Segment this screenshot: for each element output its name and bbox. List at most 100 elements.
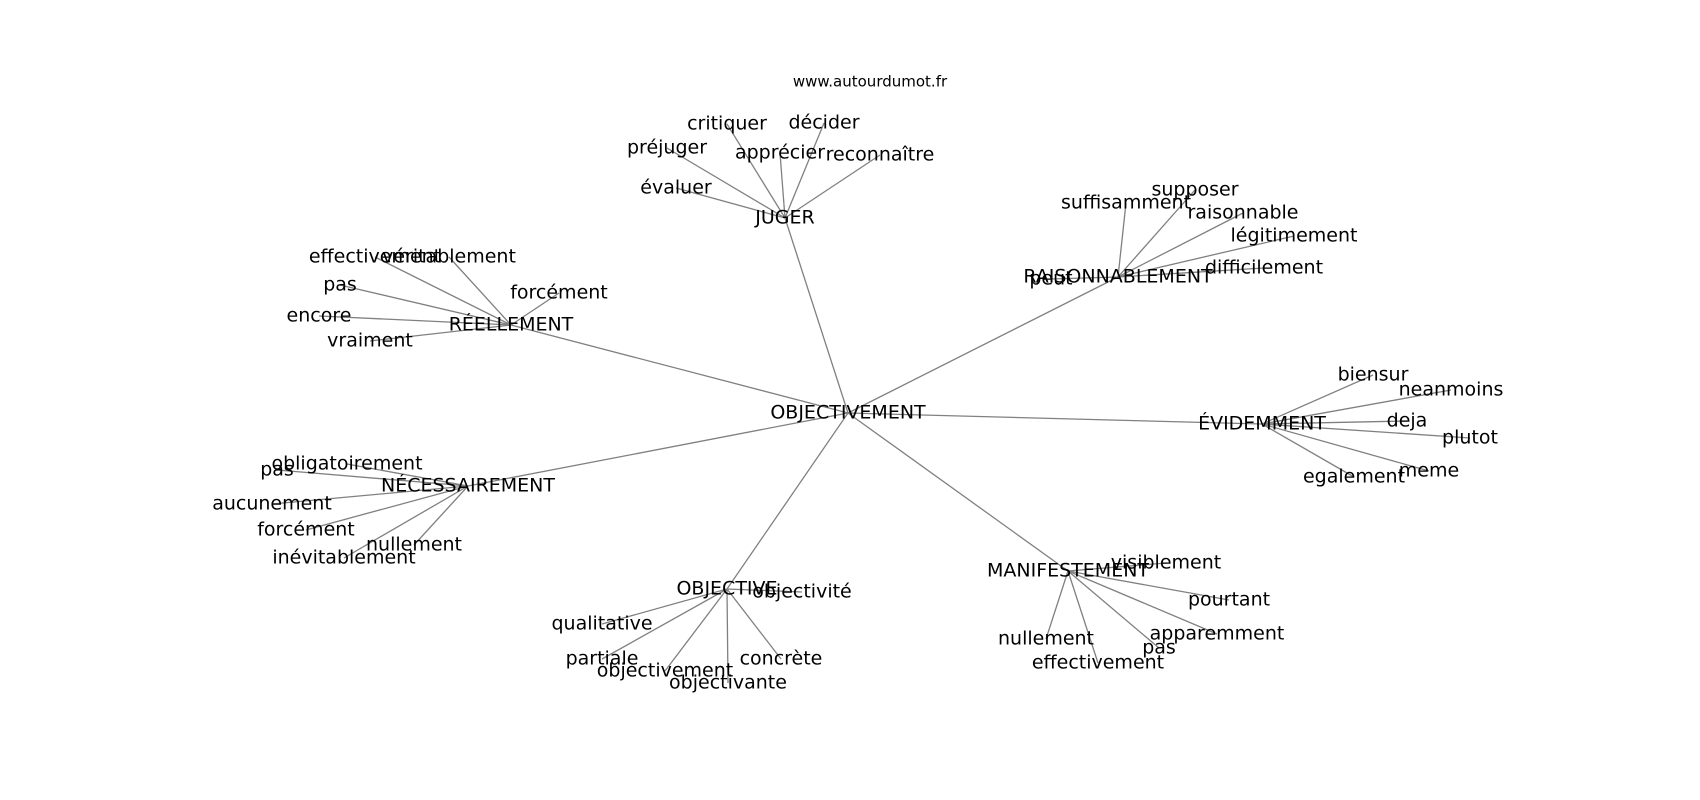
edge-evidemment-egalement <box>1261 423 1355 478</box>
leaf-node-raisonnablement-supposer: supposer <box>1151 179 1238 201</box>
leaf-node-evidemment-meme: meme <box>1399 460 1459 482</box>
edge-raisonnablement-peut <box>1050 276 1119 280</box>
edge-objective-partiale <box>601 588 728 660</box>
edge-objective-qualitative <box>601 588 728 625</box>
edge-reellement-veritablement <box>448 256 512 326</box>
leaf-node-necessairement-pas: pas <box>260 459 294 481</box>
leaf-node-juger-prejuger: préjuger <box>627 137 707 159</box>
edge-evidemment-deja <box>1261 420 1408 425</box>
leaf-node-raisonnablement-peut: peut <box>1029 268 1072 290</box>
leaf-node-objective-partiale: partiale <box>566 648 639 670</box>
edge-evidemment-biensur <box>1261 374 1374 425</box>
leaf-node-reellement-veritablement: véritablement <box>382 246 516 268</box>
edge-center-evidemment <box>847 412 1263 425</box>
hub-node-raisonnablement: RAISONNABLEMENT <box>1023 266 1213 288</box>
leaf-node-reellement-effectivement: effectivement <box>309 246 441 268</box>
edge-center-necessairement <box>467 412 849 487</box>
leaf-node-raisonnablement-suffisamment: suffisamment <box>1061 192 1191 214</box>
leaf-node-necessairement-inevitablement: inévitablement <box>272 547 415 569</box>
leaf-node-juger-apprecier: apprécier <box>735 142 825 164</box>
edge-manifestement-effectivement <box>1067 570 1099 664</box>
leaf-node-manifestement-effectivement: effectivement <box>1032 652 1164 674</box>
labels-layer: OBJECTIVEMENT JUGER critiquer décider préjug… <box>212 112 1503 694</box>
edge-raisonnablement-difficilement <box>1117 267 1265 278</box>
edge-center-raisonnablement <box>847 276 1119 414</box>
edge-center-juger <box>784 217 849 414</box>
leaf-node-raisonnablement-difficilement: difficilement <box>1205 257 1323 279</box>
leaf-node-reellement-forcement: forcément <box>510 282 608 304</box>
leaf-node-reellement-encore: encore <box>287 305 352 327</box>
leaf-node-manifestement-apparemment: apparemment <box>1150 623 1285 645</box>
edge-necessairement-aucunement <box>271 485 469 505</box>
leaf-node-evidemment-deja: deja <box>1387 410 1428 432</box>
leaf-node-raisonnablement-legitimement: légitimement <box>1231 225 1358 247</box>
leaf-node-evidemment-egalement: egalement <box>1303 466 1405 488</box>
edge-manifestement-visiblement <box>1067 562 1167 572</box>
edge-raisonnablement-legitimement <box>1117 235 1295 278</box>
leaf-node-juger-critiquer: critiquer <box>687 113 767 135</box>
hub-node-necessairement: NÉCESSAIREMENT <box>381 474 555 497</box>
leaf-node-necessairement-obligatoirement: obligatoirement <box>271 453 422 475</box>
leaf-node-manifestement-visiblement: visiblement <box>1111 552 1221 574</box>
hub-node-juger: JUGER <box>754 207 814 229</box>
edge-juger-evaluer <box>675 187 786 219</box>
leaf-node-necessairement-aucunement: aucunement <box>212 493 332 515</box>
edge-objective-objectivement <box>664 588 728 672</box>
edge-raisonnablement-suffisamment <box>1117 202 1127 278</box>
edge-manifestement-nullement <box>1045 570 1069 640</box>
edge-reellement-effectivement <box>374 256 512 326</box>
hub-node-manifestement: MANIFESTEMENT <box>987 560 1149 582</box>
edge-reellement-pas <box>339 284 512 326</box>
edge-raisonnablement-supposer <box>1117 189 1196 278</box>
edge-evidemment-neanmoins <box>1261 389 1452 425</box>
edge-reellement-vraiment <box>369 324 512 342</box>
hub-node-reellement: RÉELLEMENT <box>449 313 574 336</box>
leaf-node-reellement-vraiment: vraiment <box>327 330 413 352</box>
hub-node-evidemment: ÉVIDEMMENT <box>1198 412 1326 435</box>
leaf-node-juger-evaluer: évaluer <box>640 177 712 199</box>
watermark: www.autourdumot.fr <box>793 73 948 91</box>
edge-necessairement-nullement <box>413 485 469 546</box>
edge-center-objective <box>726 412 849 590</box>
leaf-node-manifestement-nullement: nullement <box>998 628 1094 650</box>
edge-reellement-encore <box>318 315 512 326</box>
edge-objective-objectivante <box>726 588 729 684</box>
edge-evidemment-plutot <box>1261 423 1471 439</box>
edge-manifestement-pourtant <box>1067 570 1230 601</box>
edge-center-manifestement <box>847 412 1069 572</box>
leaf-node-objective-objectivite: objectivité <box>752 581 852 603</box>
edge-juger-prejuger <box>666 147 786 219</box>
leaf-node-objective-objectivante: objectivante <box>669 672 787 694</box>
edge-juger-critiquer <box>726 123 786 219</box>
edge-objective-concrete <box>726 588 782 660</box>
edge-manifestement-pas <box>1067 570 1160 649</box>
edge-necessairement-pas <box>276 469 469 487</box>
leaf-node-evidemment-neanmoins: neanmoins <box>1399 379 1504 401</box>
edge-juger-reconnaitre <box>784 154 881 219</box>
edge-objective-objectivite <box>726 588 803 593</box>
edge-evidemment-meme <box>1261 423 1430 472</box>
hub-node-objective: OBJECTIVE <box>676 578 777 600</box>
edge-raisonnablement-raisonnable <box>1117 212 1244 278</box>
leaf-node-manifestement-pas: pas <box>1142 637 1176 659</box>
leaf-node-objective-concrete: concrète <box>740 648 823 670</box>
edge-reellement-forcement <box>510 292 560 326</box>
center-node: OBJECTIVEMENT <box>770 402 926 424</box>
leaf-node-juger-reconnaitre: reconnaître <box>826 144 935 166</box>
leaf-node-necessairement-forcement: forcément <box>257 519 355 541</box>
edge-necessairement-forcement <box>305 485 469 531</box>
edge-juger-decider <box>784 122 825 219</box>
leaf-node-juger-decider: décider <box>788 112 859 134</box>
edges-layer <box>271 122 1471 684</box>
edge-necessairement-obligatoirement <box>346 463 469 487</box>
leaf-node-evidemment-biensur: biensur <box>1338 364 1409 386</box>
edge-center-reellement <box>510 324 849 414</box>
edge-necessairement-inevitablement <box>343 485 469 559</box>
edge-manifestement-apparemment <box>1067 570 1218 635</box>
leaf-node-objective-qualitative: qualitative <box>551 613 652 635</box>
leaf-node-evidemment-plutot: plutot <box>1442 427 1498 449</box>
leaf-node-necessairement-nullement: nullement <box>366 534 462 556</box>
leaf-node-manifestement-pourtant: pourtant <box>1188 589 1270 611</box>
leaf-node-raisonnablement-raisonnable: raisonnable <box>1187 202 1298 224</box>
